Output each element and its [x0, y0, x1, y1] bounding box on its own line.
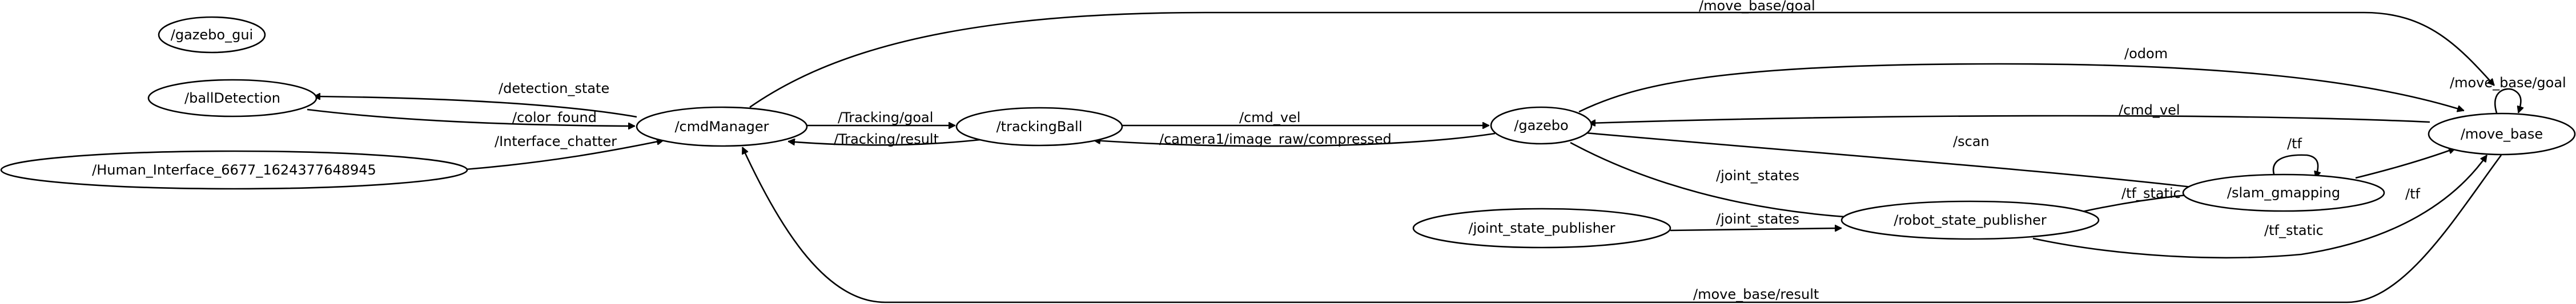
- edge-label-move-base-goal-top: /move_base/goal: [1699, 0, 1815, 14]
- edge-scan[interactable]: [1578, 131, 2201, 188]
- node-slam-gmapping[interactable]: /slam_gmapping: [2182, 173, 2385, 212]
- edge-label-tf-static-to-move-base: /tf_static: [2264, 222, 2324, 238]
- edge-label-odom: /odom: [2124, 46, 2168, 62]
- node-move-base[interactable]: /move_base: [2428, 112, 2576, 156]
- edge-label-interface-chatter: /Interface_chatter: [495, 133, 617, 149]
- edge-detection-state[interactable]: [314, 96, 637, 118]
- edge-label-cmd-vel-from-move-base: /cmd_vel: [2119, 102, 2180, 118]
- edge-label-joint-states-jsp: /joint_states: [1716, 211, 1799, 227]
- node-label-gazebo: /gazebo: [1514, 117, 1568, 133]
- node-label-move-base: /move_base: [2461, 126, 2543, 142]
- edge-label-color-found: /color_found: [512, 110, 597, 125]
- edge-label-move-base-goal-self: /move_base/goal: [2450, 75, 2566, 91]
- node-tracking-ball[interactable]: /trackingBall: [955, 107, 1123, 147]
- edge-move-base-result[interactable]: [741, 147, 2502, 303]
- node-label-joint-state-publisher: /joint_state_publisher: [1469, 220, 1615, 236]
- edge-label-joint-states-gazebo: /joint_states: [1716, 168, 1799, 184]
- edge-label-tracking-goal: /Tracking/goal: [838, 110, 933, 125]
- edge-label-detection-state: /detection_state: [499, 80, 609, 96]
- node-label-robot-state-publisher: /robot_state_publisher: [1894, 212, 2047, 228]
- edge-tracking-result[interactable]: [788, 139, 986, 146]
- edge-joint-states-gazebo[interactable]: [1570, 141, 1862, 218]
- edge-label-cmd-vel-to-gazebo: /cmd_vel: [1239, 110, 1301, 125]
- edge-label-scan: /scan: [1953, 133, 1990, 149]
- node-gazebo-gui[interactable]: /gazebo_gui: [158, 16, 266, 54]
- edge-label-tracking-result: /Tracking/result: [834, 131, 939, 147]
- node-label-tracking-ball: /trackingBall: [996, 119, 1083, 135]
- edge-cmd-vel-from-move-base[interactable]: [1589, 115, 2430, 123]
- edge-tf-slam-to-move-base[interactable]: [2355, 148, 2456, 179]
- edge-color-found[interactable]: [307, 108, 635, 126]
- node-gazebo[interactable]: /gazebo: [1490, 106, 1593, 145]
- edge-tf-static-to-move-base[interactable]: [2032, 155, 2488, 259]
- edge-label-tf-static-to-slam: /tf_static: [2121, 185, 2181, 201]
- edge-label-tf-slam-to-move-base: /tf: [2405, 186, 2420, 202]
- node-label-cmd-manager: /cmdManager: [674, 119, 769, 135]
- edge-label-move-base-result: /move_base/result: [1693, 286, 1819, 302]
- node-label-slam-gmapping: /slam_gmapping: [2227, 185, 2340, 201]
- edges: /move_base/goal /detection_state /color_…: [307, 0, 2566, 303]
- node-robot-state-publisher[interactable]: /robot_state_publisher: [1840, 200, 2100, 240]
- edge-joint-states-jsp[interactable]: [1670, 228, 1842, 230]
- nodes: /gazebo_gui /ballDetection /Human_Interf…: [0, 16, 2576, 249]
- node-cmd-manager[interactable]: /cmdManager: [636, 106, 808, 147]
- edge-move-base-goal-top[interactable]: [749, 11, 2495, 108]
- node-label-human-interface: /Human_Interface_6677_1624377648945: [92, 162, 376, 178]
- edge-camera-compressed[interactable]: [1094, 132, 1496, 147]
- edge-tf-slam-self[interactable]: [2272, 154, 2318, 180]
- node-ball-detection[interactable]: /ballDetection: [147, 79, 318, 117]
- edge-move-base-goal-self[interactable]: [2494, 88, 2521, 113]
- edge-interface-chatter[interactable]: [465, 140, 664, 171]
- edge-odom[interactable]: [1578, 63, 2464, 113]
- edge-label-camera-compressed: /camera1/image_raw/compressed: [1159, 131, 1392, 147]
- node-human-interface[interactable]: /Human_Interface_6677_1624377648945: [0, 150, 468, 190]
- edge-label-tf-slam-self: /tf: [2287, 136, 2302, 152]
- node-joint-state-publisher[interactable]: /joint_state_publisher: [1412, 208, 1671, 249]
- node-label-gazebo-gui: /gazebo_gui: [171, 27, 253, 43]
- node-label-ball-detection: /ballDetection: [184, 90, 280, 106]
